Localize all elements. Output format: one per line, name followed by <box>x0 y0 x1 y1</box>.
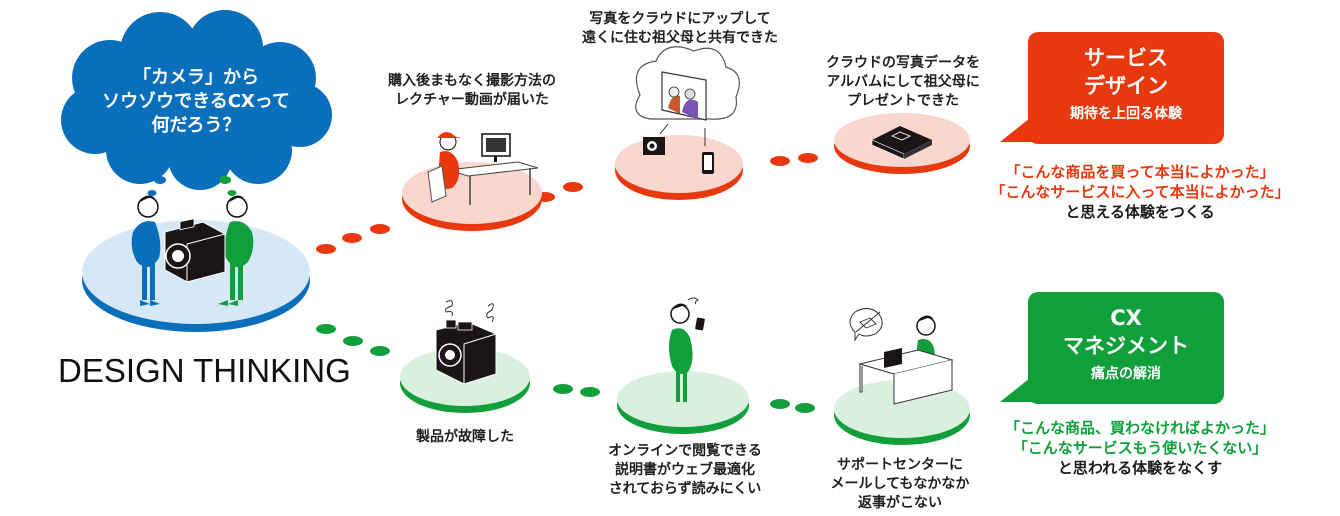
caption-line: 返事がこない <box>858 495 942 511</box>
cx-management-quotes: 「こんな商品、買わなければよかった」 「こんなサービスもう使いたくない」 と思わ… <box>980 418 1300 478</box>
callout-title-line: マネジメント <box>1063 334 1189 358</box>
service-step-3-caption: クラウドの写真データを アルバムにして祖父母に プレゼントできた <box>808 54 998 111</box>
callout-title-line: サービス <box>1084 46 1168 70</box>
quote-line: 「こんなサービスに入って本当によかった」 <box>990 183 1290 201</box>
caption-line: クラウドの写真データを <box>826 55 980 71</box>
thought-dot-blue <box>147 190 157 196</box>
photo-album-icon <box>871 126 932 160</box>
caption-line: レクチャー動画が届いた <box>395 92 549 108</box>
service-step-2-caption: 写真をクラウドにアップして 遠くに住む祖父母と共有できた <box>560 10 800 48</box>
confused-person-phone-icon <box>669 297 705 402</box>
cx-step-2-caption: オンラインで閲覧できる 説明書がウェブ最適化 されておらず読みにくい <box>580 442 790 499</box>
caption-line: アルバムにして祖父母に <box>826 74 980 90</box>
thought-cloud <box>61 10 332 196</box>
broken-camera-icon <box>435 300 497 385</box>
cx-management-callout: CX マネジメント 痛点の解消 <box>1028 292 1224 404</box>
quote-summary: と思える体験をつくる <box>1065 203 1215 221</box>
service-design-quotes: 「こんな商品を買って本当によかった」 「こんなサービスに入って本当によかった」 … <box>980 162 1300 222</box>
callout-subtitle: 痛点の解消 <box>1091 366 1161 382</box>
people-holding-camera-icon <box>131 195 254 306</box>
person-at-computer-icon <box>427 132 539 205</box>
caption-line: プレゼントできた <box>847 93 959 109</box>
camera-icon <box>164 218 226 283</box>
service-step-1-caption: 購入後まもなく撮影方法の レクチャー動画が届いた <box>362 72 582 110</box>
callout-title-line: CX <box>1110 306 1142 330</box>
callout-subtitle: 期待を上回る体験 <box>1070 106 1182 122</box>
thought-dot-green <box>219 176 231 184</box>
cx-path-connector-dots <box>316 324 815 413</box>
quote-line: 「こんな商品、買わなければよかった」 <box>1004 419 1275 437</box>
caption-line: オンラインで閲覧できる <box>608 443 762 459</box>
thought-dot-blue <box>154 176 166 184</box>
caption-line: 写真をクラウドにアップして <box>589 11 771 27</box>
caption-line: 購入後まもなく撮影方法の <box>388 73 556 89</box>
caption-line: 説明書がウェブ最適化 <box>615 462 755 478</box>
cx-step-1-caption: 製品が故障した <box>390 428 540 447</box>
quote-summary: と思われる体験をなくす <box>1057 459 1223 477</box>
caption-line: メールしてもなかなか <box>830 476 970 492</box>
design-thinking-label: DESIGN THINKING <box>58 352 351 389</box>
caption-line: サポートセンターに <box>837 457 963 473</box>
caption-line: 遠くに住む祖父母と共有できた <box>582 30 778 46</box>
quote-line: 「こんなサービスもう使いたくない」 <box>1012 439 1268 457</box>
thought-cloud-line: ソウゾウできるCXって <box>102 91 290 112</box>
quote-line: 「こんな商品を買って本当によかった」 <box>1005 163 1275 181</box>
cloud-photo-share-icon <box>635 46 740 174</box>
caption-line: 製品が故障した <box>416 429 514 445</box>
service-design-callout: サービス デザイン 期待を上回る体験 <box>1028 32 1224 144</box>
thought-cloud-line: 何だろう？ <box>151 115 241 136</box>
cx-step-3-caption: サポートセンターに メールしてもなかなか 返事がこない <box>810 456 990 513</box>
cx-step-3-platform <box>834 380 970 445</box>
service-step-2-platform <box>615 135 743 200</box>
caption-line: されておらず読みにくい <box>608 481 762 497</box>
thought-cloud-line: 「カメラ」から <box>133 67 259 88</box>
callout-title-line: デザイン <box>1084 74 1168 98</box>
person-no-email-reply-icon <box>849 308 954 405</box>
thought-dot-green <box>227 190 237 196</box>
thought-cloud-text: 「カメラ」から ソウゾウできるCXって 何だろう？ <box>62 66 330 138</box>
